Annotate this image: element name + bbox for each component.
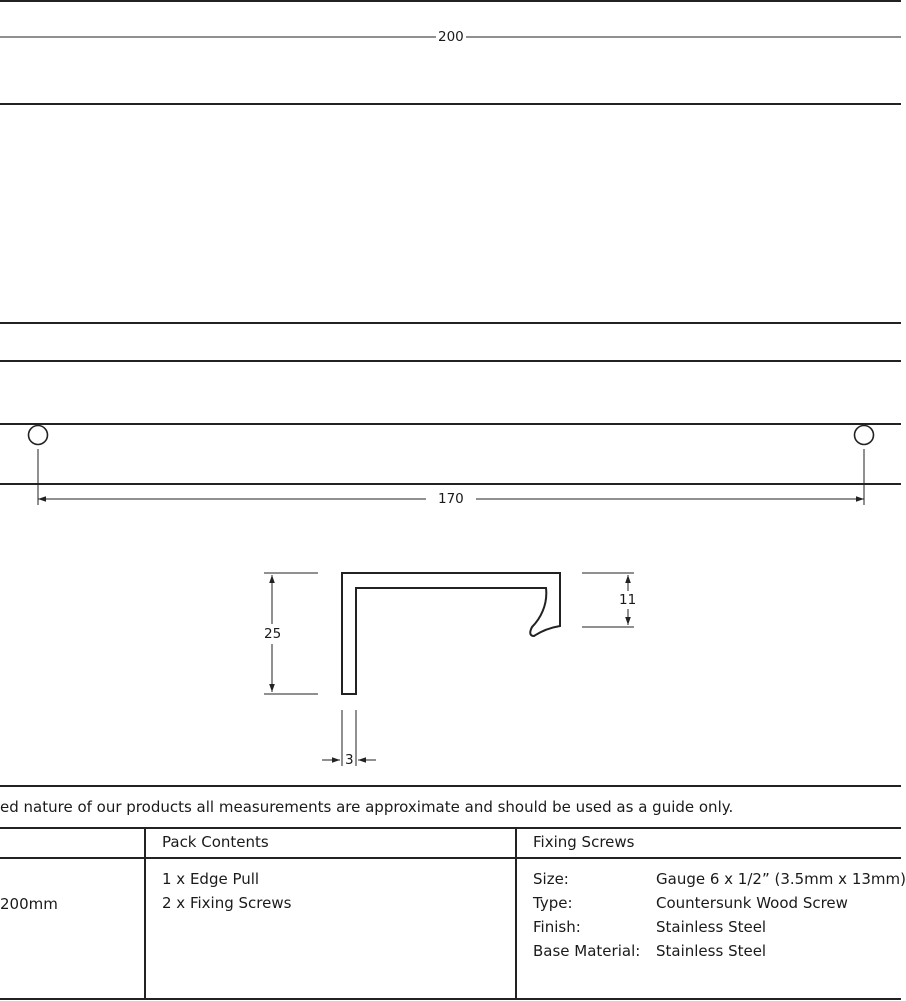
spec-value-base-material: Stainless Steel — [656, 942, 767, 960]
spec-value-finish: Stainless Steel — [656, 918, 767, 936]
dimension-label-3: 3 — [345, 751, 354, 769]
disclaimer-text: ed nature of our products all measuremen… — [0, 798, 734, 816]
disclaimer-top-rule — [0, 785, 901, 787]
spec-value-size: Gauge 6 x 1/2” (3.5mm x 13mm) — [656, 870, 906, 888]
dimension-label-170: 170 — [438, 490, 464, 508]
table-bottom-rule — [0, 998, 901, 1000]
front-view — [0, 0, 901, 324]
table-col1-value: 200mm — [0, 895, 58, 913]
profile-outline — [341, 572, 561, 695]
table-top-rule — [0, 827, 901, 829]
spec-label-type: Type: — [533, 894, 573, 912]
pack-contents-item: 2 x Fixing Screws — [162, 894, 292, 912]
pack-contents-item: 1 x Edge Pull — [162, 870, 260, 888]
fixing-hole-left — [27, 424, 49, 446]
dimension-label-11: 11 — [619, 591, 637, 609]
profile-section — [264, 572, 634, 766]
dimension-label-25: 25 — [264, 625, 282, 643]
spec-label-finish: Finish: — [533, 918, 581, 936]
table-divider-1 — [144, 827, 146, 1000]
spec-value-type: Countersunk Wood Screw — [656, 894, 848, 912]
underside-view — [0, 360, 901, 505]
dimension-label-200: 200 — [438, 28, 464, 46]
pack-contents-header: Pack Contents — [162, 833, 269, 851]
fixing-hole-right — [853, 424, 875, 446]
spec-label-base-material: Base Material: — [533, 942, 641, 960]
fixing-screws-header: Fixing Screws — [533, 833, 635, 851]
table-divider-2 — [515, 827, 517, 1000]
spec-label-size: Size: — [533, 870, 569, 888]
table-header-rule — [0, 857, 901, 859]
